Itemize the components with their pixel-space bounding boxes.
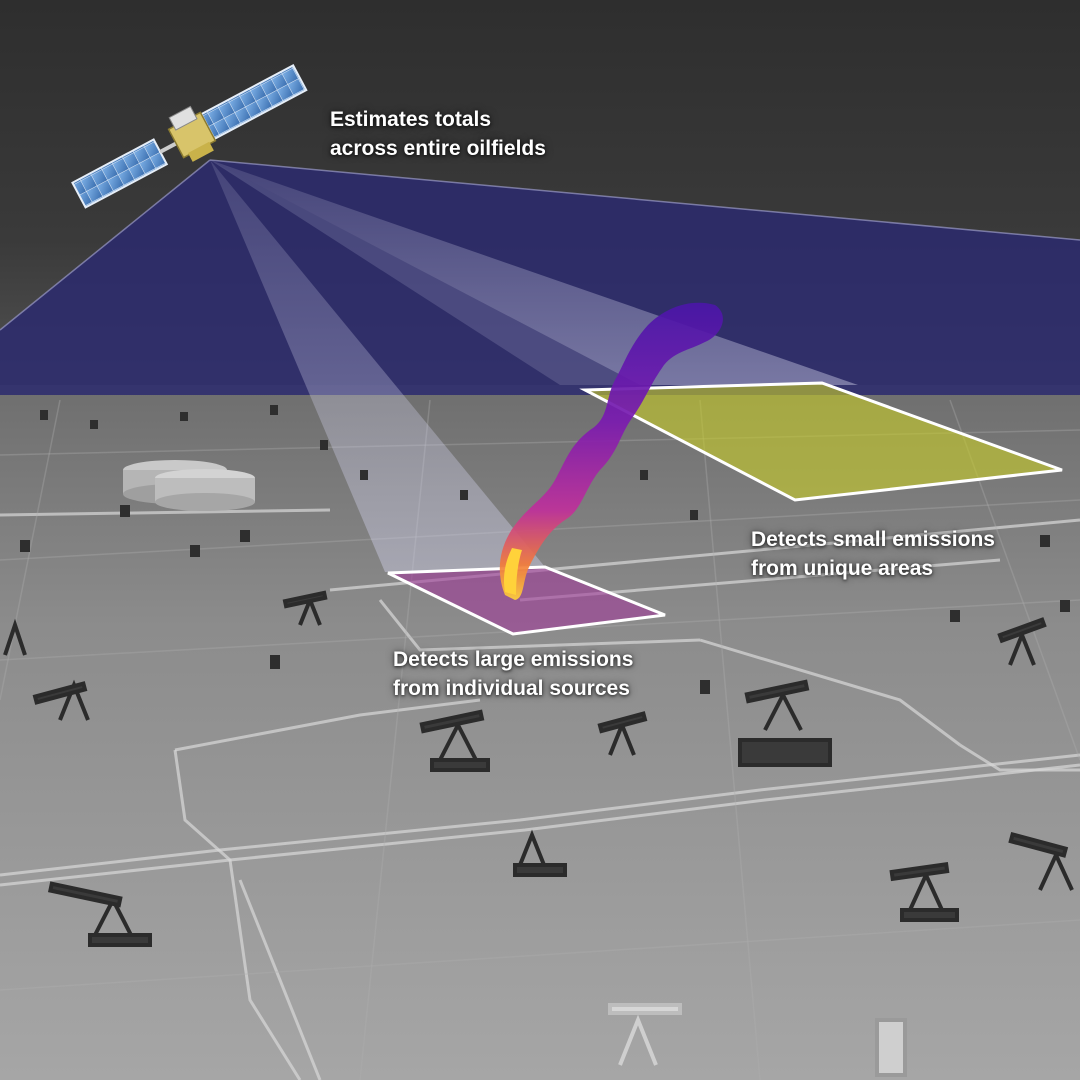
methane-plume-icon <box>499 302 723 600</box>
satellite-icon <box>71 64 308 209</box>
storage-tank-icon <box>123 460 255 511</box>
source-patch <box>387 565 666 636</box>
label-small-emissions: Detects small emissions from unique area… <box>751 525 995 583</box>
pipeline-network <box>0 508 1080 1080</box>
label-large-emissions: Detects large emissions from individual … <box>393 645 633 703</box>
pumpjack-icon <box>3 590 1074 1077</box>
inner-beam-highlight <box>210 160 640 385</box>
label-large-line2: from individual sources <box>393 677 630 700</box>
source-beam <box>210 160 545 572</box>
label-small-line1: Detects small emissions <box>751 528 995 551</box>
distant-wells <box>20 405 1070 694</box>
label-oilfields-line2: across entire oilfields <box>330 137 546 160</box>
label-estimates-oilfields: Estimates totals across entire oilfields <box>330 105 546 163</box>
label-large-line1: Detects large emissions <box>393 648 634 671</box>
label-oilfields-line1: Estimates totals <box>330 108 492 131</box>
wide-beam-edge-left <box>0 159 211 331</box>
wide-beam-edge-right <box>209 159 1080 241</box>
label-small-line2: from unique areas <box>751 557 934 580</box>
area-patch <box>579 381 1063 502</box>
